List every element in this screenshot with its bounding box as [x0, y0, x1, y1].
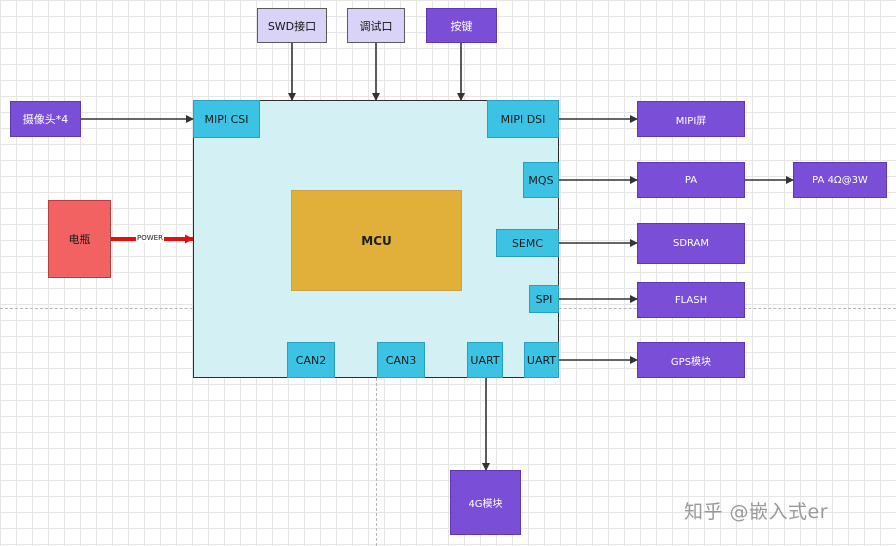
flash-box: FLASH — [637, 282, 745, 318]
keys-box: 按键 — [426, 8, 497, 43]
port-can3: CAN3 — [377, 342, 425, 378]
pa-box: PA — [637, 162, 745, 198]
sdram-box: SDRAM — [637, 223, 745, 264]
port-uart-bottom: UART — [467, 342, 503, 378]
camera-box: 摄像头*4 — [10, 101, 81, 137]
power-line-label: POWER — [136, 234, 164, 243]
mipi-screen-box: MIPI屏 — [637, 101, 745, 137]
port-uart-right: UART — [524, 342, 559, 378]
speaker-box: PA 4Ω@3W — [793, 162, 887, 198]
port-spi: SPI — [529, 285, 559, 313]
battery-box: 电瓶 — [48, 200, 111, 278]
debug-port-box: 调试口 — [347, 8, 405, 43]
swd-interface-box: SWD接口 — [257, 8, 327, 43]
mcu-core: MCU — [291, 190, 462, 291]
port-mipi-dsi: MIPI DSI — [487, 100, 559, 138]
port-mqs: MQS — [523, 162, 559, 198]
port-mipi-csi: MIPI CSI — [193, 100, 260, 138]
port-semc: SEMC — [496, 229, 559, 257]
port-can2: CAN2 — [287, 342, 335, 378]
guide-line-vertical — [376, 378, 377, 546]
cellular-module-box: 4G模块 — [450, 470, 521, 535]
watermark: 知乎 @嵌入式er — [684, 501, 829, 523]
